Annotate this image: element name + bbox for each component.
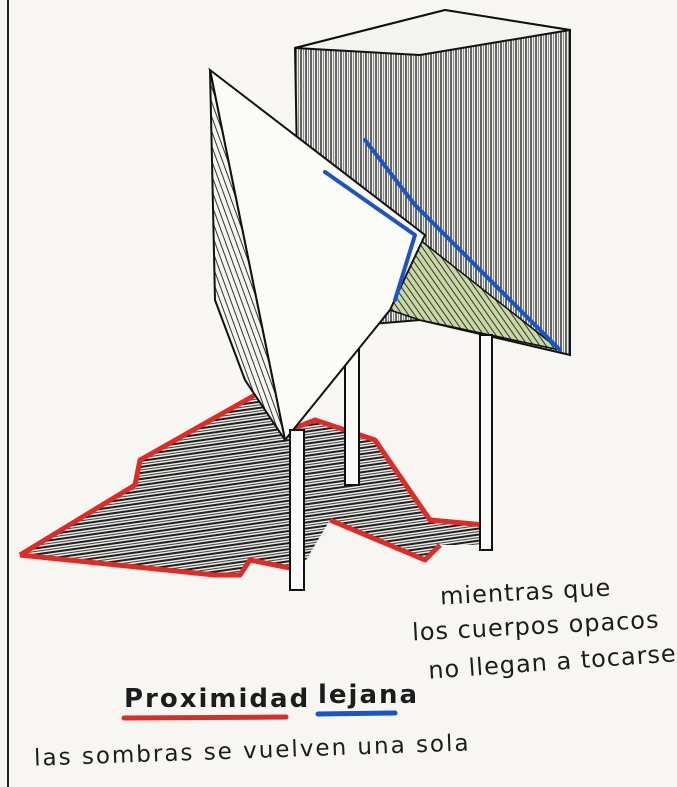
underline-red xyxy=(124,717,286,718)
title-proximidad: Proximidad xyxy=(124,684,310,714)
cast-shadow xyxy=(20,395,485,575)
underline-blue xyxy=(318,713,395,714)
title-lejana: lejana xyxy=(318,680,419,710)
